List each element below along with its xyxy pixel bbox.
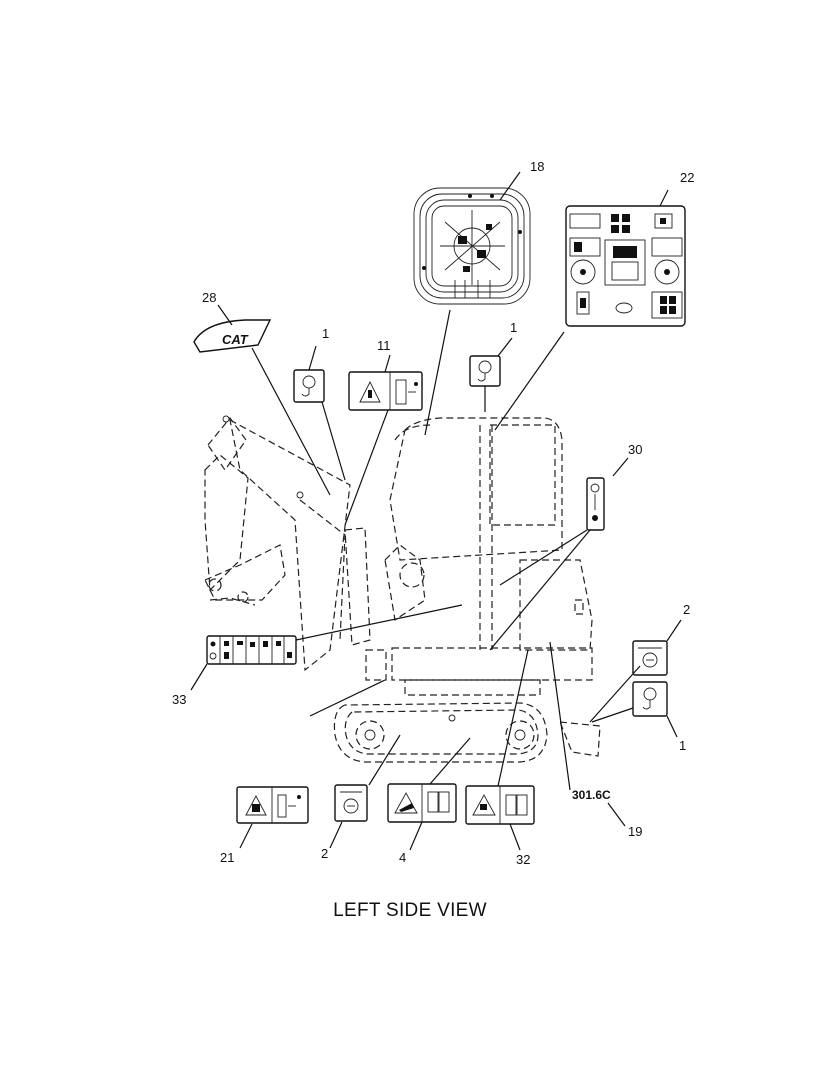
cat-logo-text: CAT [222, 332, 249, 347]
callout-21: 21 [220, 850, 234, 865]
callout-2-right: 2 [683, 602, 690, 617]
decal-28-cat-logo: CAT [193, 319, 272, 353]
decal-2-tie-down-bottom [334, 784, 368, 822]
callout-1-left: 1 [322, 326, 329, 341]
decal-1-lift-point-right [632, 681, 668, 717]
decal-19-model-number: 301.6C [572, 788, 611, 802]
callout-1-right: 1 [679, 738, 686, 753]
decal-1-lift-point-mid [469, 355, 501, 387]
callout-30: 30 [628, 442, 642, 457]
leader-lines [190, 171, 682, 851]
decal-32-manual [465, 785, 535, 825]
decal-2-tie-down-right [632, 640, 668, 676]
model-number-text: 301.6C [572, 788, 611, 802]
decal-21-warning [236, 786, 309, 824]
callout-22: 22 [680, 170, 694, 185]
callout-19: 19 [628, 824, 642, 839]
decal-33-icon-strip [206, 635, 297, 665]
decal-4-manual [387, 783, 457, 823]
callout-28: 28 [202, 290, 216, 305]
callout-32: 32 [516, 852, 530, 867]
callout-4: 4 [399, 850, 406, 865]
decal-1-lift-point-left [293, 369, 325, 403]
decal-22-console [565, 205, 686, 327]
callout-numbers: 18 22 28 1 11 1 30 2 1 33 21 2 4 32 19 [172, 159, 694, 867]
callout-11: 11 [377, 338, 391, 353]
callout-33: 33 [172, 692, 186, 707]
callout-18: 18 [530, 159, 544, 174]
callout-2-bottom: 2 [321, 846, 328, 861]
decal-11-warning [348, 371, 423, 411]
callout-1-mid: 1 [510, 320, 517, 335]
decal-18-control-pattern [413, 187, 531, 305]
decal-30-vertical [586, 477, 605, 531]
view-caption: LEFT SIDE VIEW [333, 900, 487, 921]
